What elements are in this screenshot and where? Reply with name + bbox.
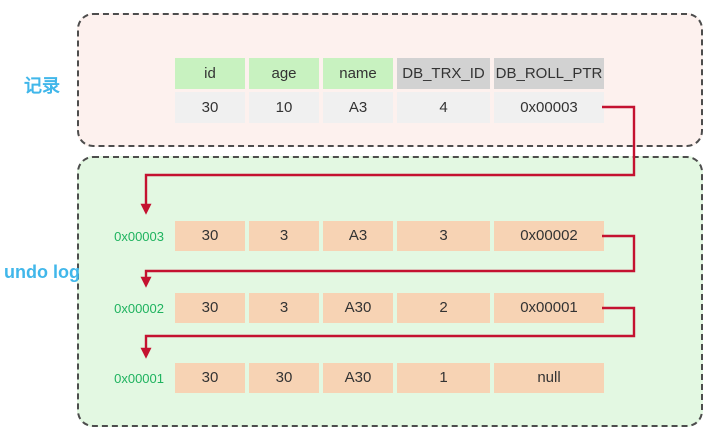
undo-cell-roll-ptr: 0x00002 xyxy=(494,221,604,251)
undo-cell-trx-id: 1 xyxy=(397,363,490,393)
record-table-header-row: id age name DB_TRX_ID DB_ROLL_PTR xyxy=(175,58,604,89)
undo-log-label: undo log xyxy=(4,262,80,282)
undo-cell-name: A30 xyxy=(323,363,393,393)
record-cell-db-trx-id: 4 xyxy=(397,92,490,123)
undo-row-0x00002: 0x00002 30 3 A30 2 0x00001 xyxy=(98,293,604,323)
record-cell-name: A3 xyxy=(323,92,393,123)
record-cell-db-roll-ptr: 0x00003 xyxy=(494,92,604,123)
undo-ptr-label: 0x00001 xyxy=(114,370,164,386)
record-table: id age name DB_TRX_ID DB_ROLL_PTR 30 10 … xyxy=(175,58,604,126)
undo-row-cells: 30 3 A3 3 0x00002 xyxy=(175,221,604,251)
undo-cell-name: A3 xyxy=(323,221,393,251)
undo-cell-age: 3 xyxy=(249,293,319,323)
undo-cell-id: 30 xyxy=(175,221,245,251)
record-cell-id: 30 xyxy=(175,92,245,123)
header-cell-db-trx-id: DB_TRX_ID xyxy=(397,58,490,89)
record-cell-age: 10 xyxy=(249,92,319,123)
header-cell-age: age xyxy=(249,58,319,89)
undo-cell-trx-id: 2 xyxy=(397,293,490,323)
undo-cell-id: 30 xyxy=(175,363,245,393)
undo-ptr-label: 0x00003 xyxy=(114,228,164,244)
undo-ptr-label: 0x00002 xyxy=(114,300,164,316)
undo-cell-roll-ptr: 0x00001 xyxy=(494,293,604,323)
undo-row-cells: 30 30 A30 1 null xyxy=(175,363,604,393)
record-table-data-row: 30 10 A3 4 0x00003 xyxy=(175,92,604,123)
undo-cell-age: 30 xyxy=(249,363,319,393)
undo-row-0x00003: 0x00003 30 3 A3 3 0x00002 xyxy=(98,221,604,251)
undo-cell-roll-ptr: null xyxy=(494,363,604,393)
undo-cell-name: A30 xyxy=(323,293,393,323)
undo-cell-id: 30 xyxy=(175,293,245,323)
undo-row-cells: 30 3 A30 2 0x00001 xyxy=(175,293,604,323)
header-cell-name: name xyxy=(323,58,393,89)
header-cell-id: id xyxy=(175,58,245,89)
undo-row-0x00001: 0x00001 30 30 A30 1 null xyxy=(98,363,604,393)
header-cell-db-roll-ptr: DB_ROLL_PTR xyxy=(494,58,604,89)
undo-cell-age: 3 xyxy=(249,221,319,251)
undo-cell-trx-id: 3 xyxy=(397,221,490,251)
record-label: 记录 xyxy=(24,76,60,96)
